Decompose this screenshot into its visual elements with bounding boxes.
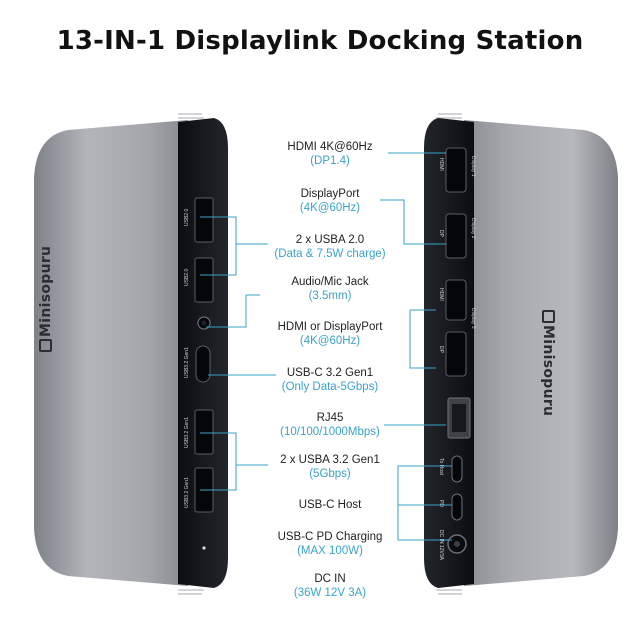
svg-text:HDMI: HDMI [438,288,444,301]
label-usbc-host: USB-C Host [298,499,362,511]
svg-text:Display 1: Display 1 [470,156,476,177]
svg-text:USB2.0: USB2.0 [184,269,190,286]
label-usba-3-2: 2 x USBA 3.2 Gen1(5Gbps) [280,454,380,480]
svg-text:USB2.0: USB2.0 [184,209,190,226]
dock-right-side: HDMI Display 1 DP Display 2 HDMI DP Disp… [418,108,624,598]
svg-text:DP: DP [438,346,444,354]
label-audio-jack: Audio/Mic Jack(3.5mm) [291,276,369,302]
label-usbc-pd: USB-C PD Charging(MAX 100W) [277,531,383,557]
svg-text:HDMI: HDMI [438,158,444,171]
label-displayport: DisplayPort(4K@60Hz) [299,188,361,214]
label-hdmi-1: HDMI 4K@60Hz(DP1.4) [287,141,373,167]
svg-text:USB3.2 Gen1: USB3.2 Gen1 [184,347,190,378]
label-hdmi-or-dp: HDMI or DisplayPort(4K@60Hz) [277,321,383,347]
page-title: 13-IN-1 Displaylink Docking Station [56,26,584,56]
label-rj45: RJ45(10/100/1000Mbps) [280,412,380,438]
svg-text:Display 2: Display 2 [470,218,476,239]
label-usbc-3-2: USB-C 3.2 Gen1(Only Data-5Gbps) [281,367,379,393]
svg-text:Display 3: Display 3 [470,308,476,329]
svg-text:DC IN 12V3A: DC IN 12V3A [438,530,444,561]
svg-text:To Host: To Host [438,458,444,476]
label-usba-2: 2 x USBA 2.0(Data & 7.5W charge) [274,234,386,260]
dock-left-side: USB2.0 USB2.0 USB3.2 Gen1 USB3.2 Gen1 US… [28,108,234,598]
svg-text:DP: DP [438,230,444,238]
svg-text:USB3.2 Gen1: USB3.2 Gen1 [184,477,190,508]
label-dc-in: DC IN(36W 12V 3A) [293,573,367,599]
svg-text:USB3.2 Gen1: USB3.2 Gen1 [184,417,190,448]
svg-text:PD: PD [438,500,444,507]
